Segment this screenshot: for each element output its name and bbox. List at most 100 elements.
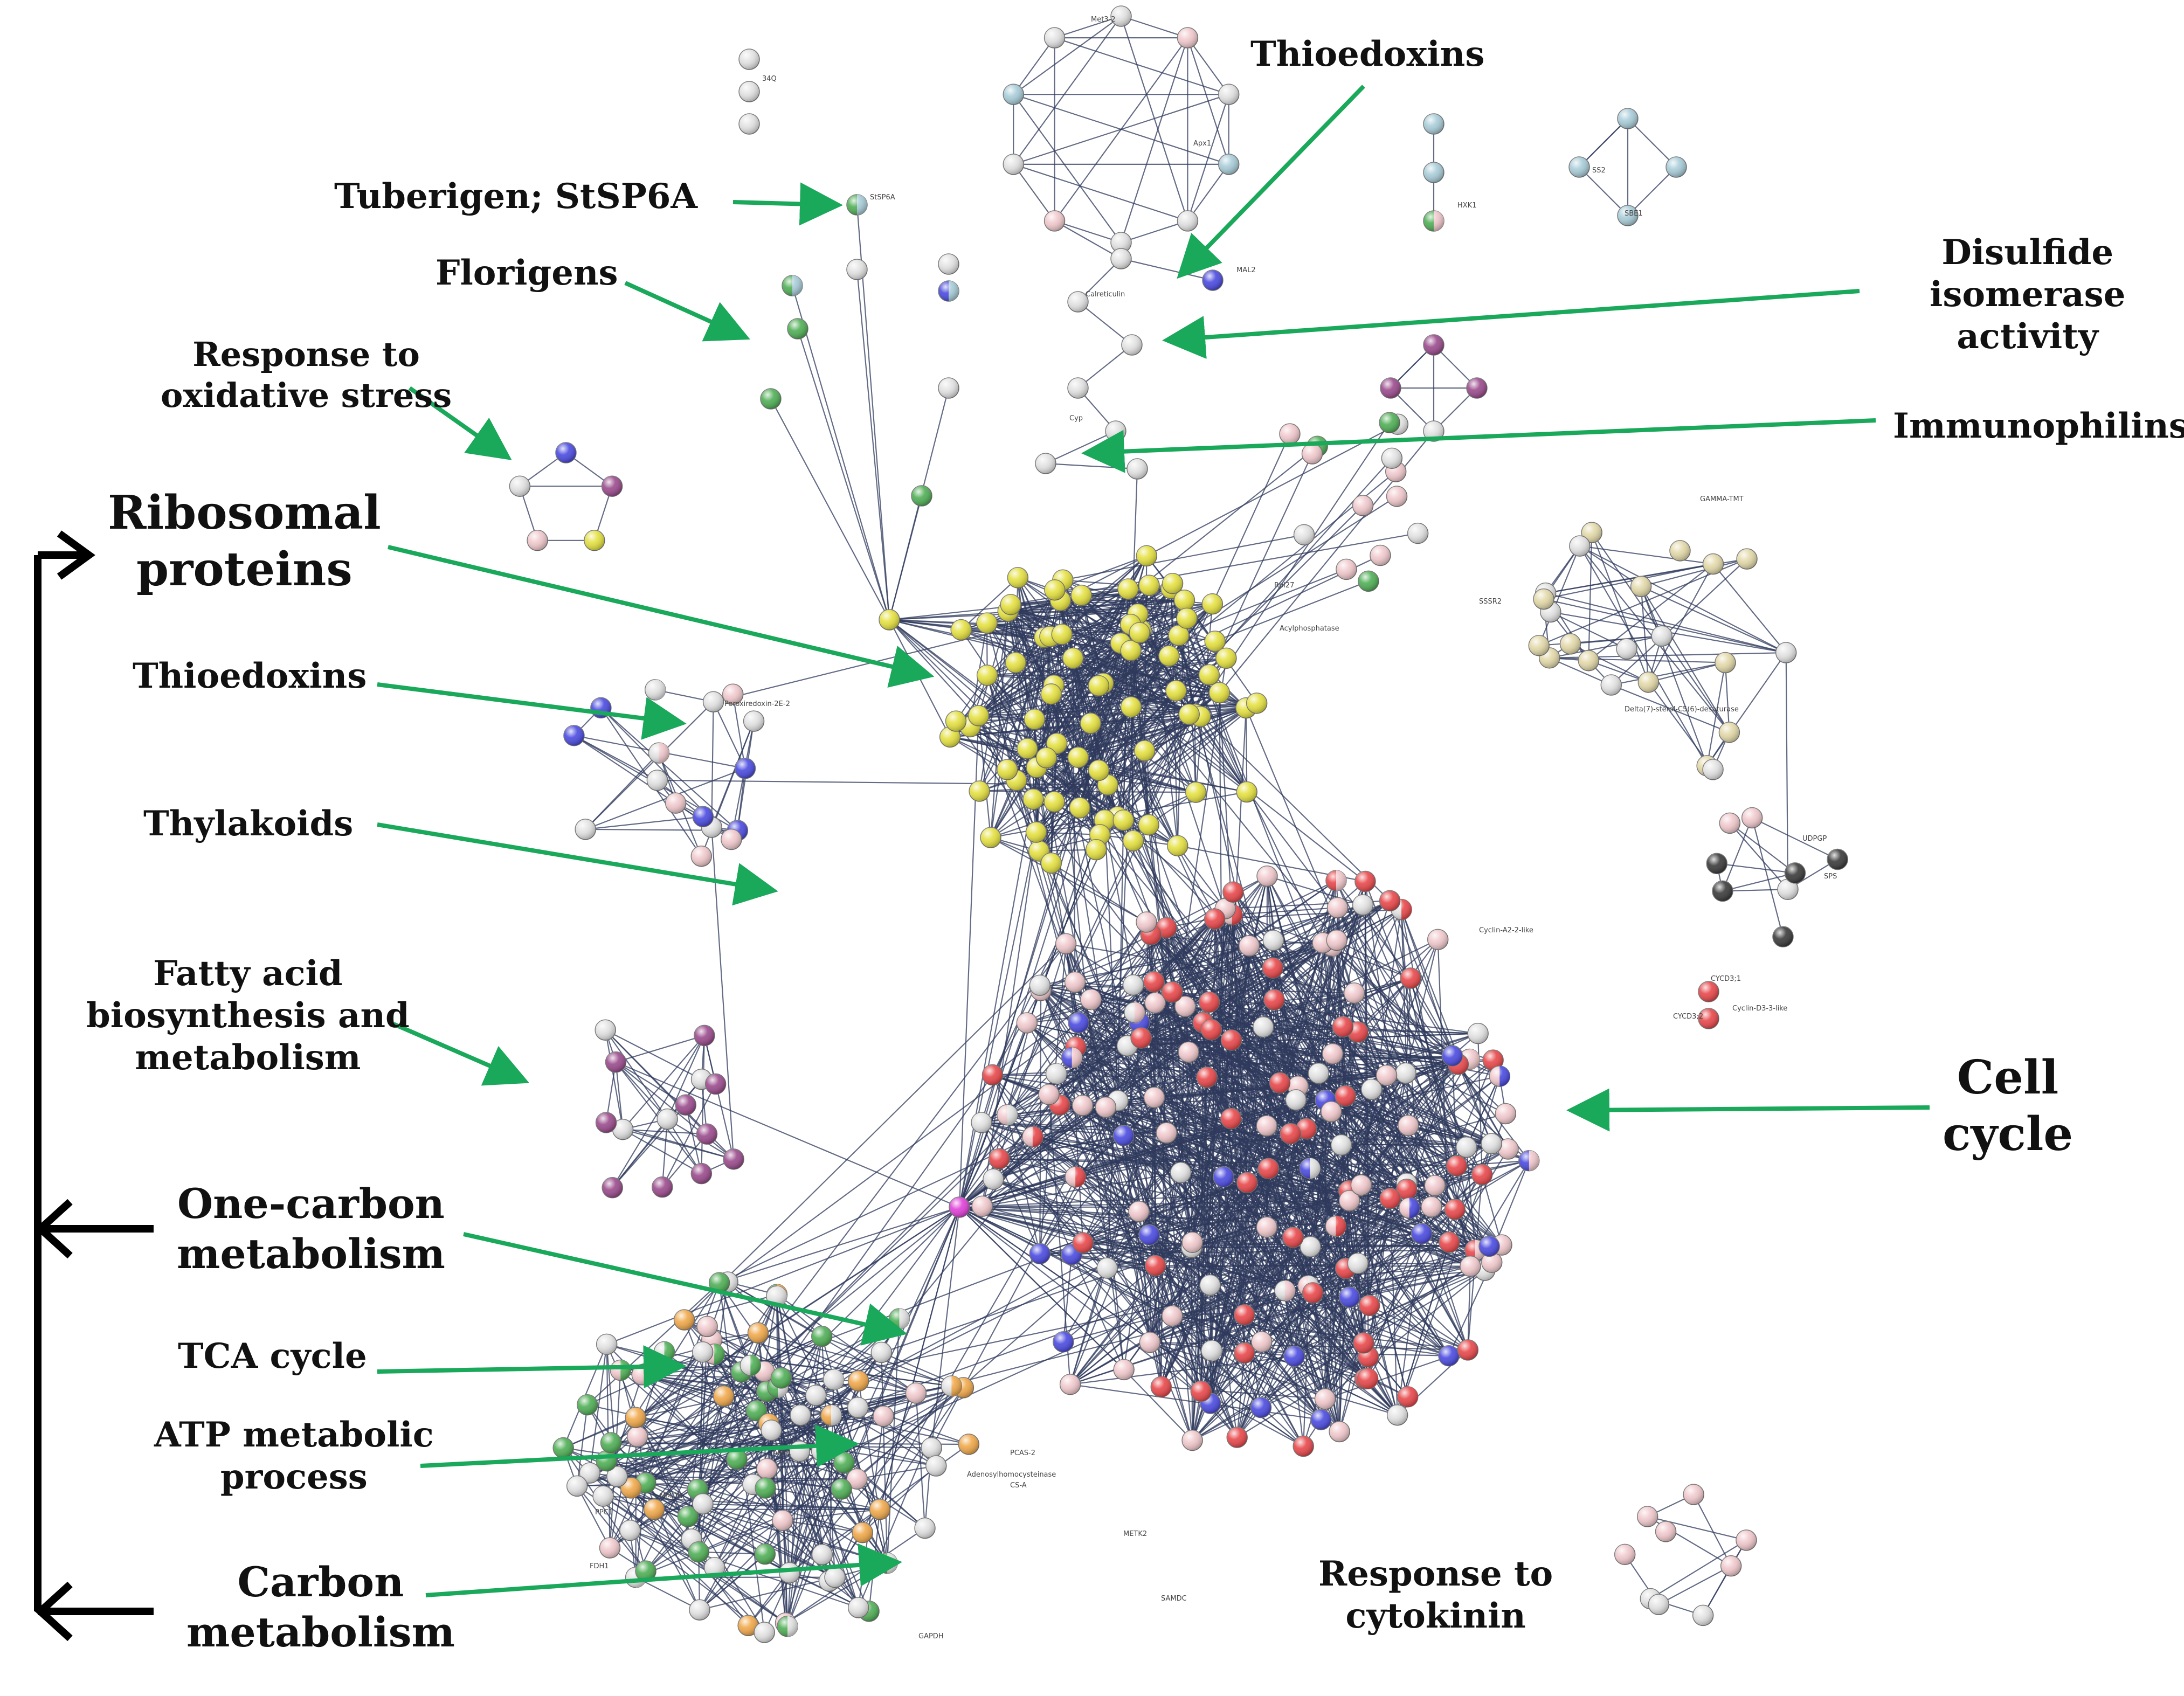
protein-node [1338, 1286, 1360, 1308]
protein-node [1702, 553, 1724, 575]
protein-node [1080, 988, 1102, 1010]
protein-node [1617, 108, 1639, 129]
protein-node [1051, 624, 1073, 645]
protein-node [625, 1407, 647, 1429]
protein-node [789, 1441, 811, 1462]
protein-node [1089, 824, 1111, 846]
protein-node [1636, 1506, 1658, 1527]
protein-node [527, 530, 548, 551]
protein-node [1299, 1158, 1321, 1179]
protein-name-label: SPS [1824, 873, 1837, 881]
protein-node [1144, 992, 1166, 1014]
protein-node [925, 1455, 947, 1477]
protein-node [1310, 1409, 1332, 1430]
protein-node [1201, 1340, 1222, 1361]
protein-node [1068, 1012, 1089, 1034]
protein-node [1396, 1179, 1418, 1200]
protein-name-label: METK2 [1123, 1530, 1147, 1538]
protein-name-label: Cyclin-A2-2-like [1479, 926, 1533, 934]
protein-node [1283, 1345, 1305, 1367]
protein-node [1198, 991, 1220, 1013]
protein-node [1321, 1100, 1342, 1123]
protein-node [652, 1176, 673, 1198]
protein-name-label: StSP6A [870, 193, 895, 202]
protein-node [1423, 113, 1445, 135]
protein-node [1301, 443, 1323, 465]
protein-node [1143, 1086, 1165, 1109]
protein-node [847, 1597, 869, 1618]
protein-node [552, 1437, 574, 1459]
protein-node [1158, 645, 1180, 667]
label-response-cytokinin: Response to cytokinin [1318, 1554, 1553, 1637]
protein-node [1698, 1008, 1719, 1029]
protein-name-label: CS-A [1010, 1482, 1027, 1490]
protein-node [969, 780, 990, 802]
protein-node [696, 1316, 718, 1338]
protein-node [688, 1541, 709, 1563]
protein-node [1253, 1016, 1274, 1038]
protein-node [743, 710, 765, 732]
protein-node [1481, 1251, 1503, 1273]
annotation-arrow [1177, 85, 1365, 279]
protein-node [1022, 1126, 1043, 1148]
arrow-carbon [34, 1581, 73, 1642]
protein-node [579, 1462, 601, 1484]
annotation-arrow [1162, 289, 1860, 359]
protein-node [1322, 1043, 1344, 1065]
protein-node [1423, 162, 1445, 183]
protein-node [1569, 535, 1591, 557]
protein-node [1262, 930, 1284, 951]
protein-node [1568, 156, 1590, 178]
protein-node [690, 845, 713, 867]
protein-name-label: SS2 [1592, 167, 1606, 175]
protein-node [1280, 1123, 1301, 1145]
protein-node [1379, 412, 1400, 433]
protein-node [1185, 781, 1207, 803]
protein-node [1069, 797, 1091, 819]
protein-node [722, 683, 744, 705]
protein-node [1357, 1368, 1379, 1389]
protein-node [1120, 696, 1142, 718]
protein-node [1467, 1022, 1489, 1044]
protein-node [1117, 578, 1139, 600]
protein-node [708, 1272, 730, 1294]
protein-name-label: PPC1 [595, 1508, 613, 1517]
hierarchy-arrows [34, 530, 154, 1642]
protein-node [592, 1485, 614, 1507]
protein-node [646, 770, 668, 791]
protein-node [677, 1506, 699, 1527]
protein-node [1630, 576, 1652, 597]
protein-node [1162, 1305, 1183, 1327]
protein-node [967, 705, 990, 726]
protein-node [1162, 981, 1183, 1003]
protein-node [656, 1108, 678, 1130]
protein-node [1121, 334, 1143, 356]
protein-node [1457, 1339, 1479, 1361]
protein-name-label: MMDH [660, 1492, 682, 1500]
protein-node [1736, 1529, 1757, 1551]
protein-node [1772, 926, 1794, 947]
protein-node [1256, 865, 1278, 887]
protein-node [1138, 574, 1160, 596]
protein-node [1016, 1012, 1038, 1034]
protein-node [879, 609, 900, 631]
protein-node [982, 1064, 1004, 1086]
protein-node [1165, 680, 1187, 702]
protein-node [1130, 1027, 1152, 1049]
protein-node [1176, 607, 1198, 629]
protein-node [1044, 579, 1066, 601]
protein-node [770, 1367, 792, 1389]
protein-node [949, 1196, 970, 1218]
protein-node [648, 742, 670, 764]
protein-name-label: UDPGP [1802, 835, 1827, 843]
protein-node [1138, 1224, 1160, 1246]
protein-node [820, 1404, 842, 1426]
protein-node [1398, 1197, 1420, 1219]
label-one-carbon: One-carbon metabolism [177, 1180, 445, 1278]
protein-node [1300, 1236, 1321, 1258]
protein-node [1120, 640, 1142, 661]
protein-node [1204, 908, 1226, 930]
protein-node [1198, 664, 1220, 686]
label-thioedoxins-top: Thioedoxins [1250, 34, 1485, 74]
